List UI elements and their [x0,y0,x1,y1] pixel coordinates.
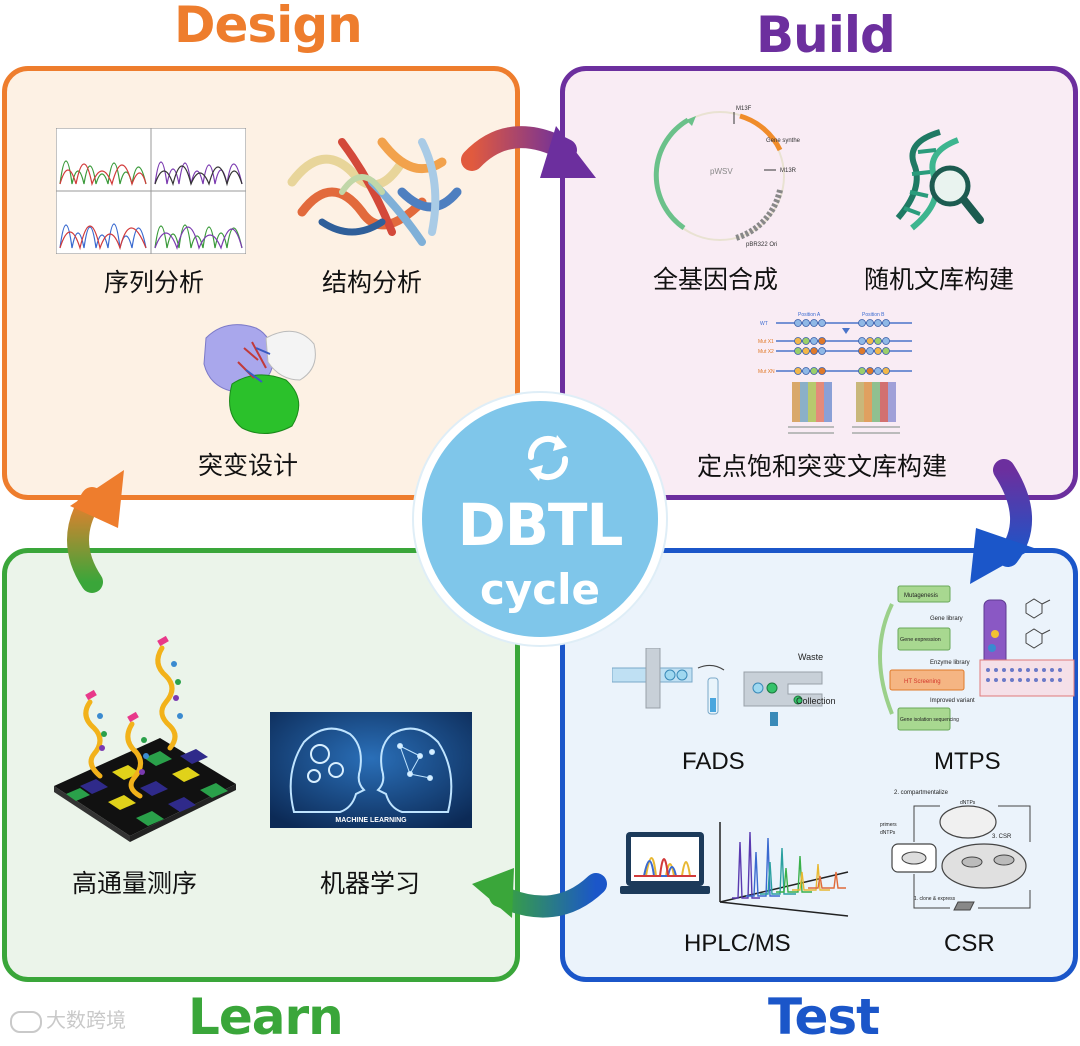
sat-position-b: Position B [862,312,885,318]
label-structure-analysis: 结构分析 [322,268,423,297]
label-high-throughput-sequencing: 高通量测序 [72,869,198,898]
sat-row-x1: Mut X1 [758,339,774,345]
mtps-edge-gene-library: Gene library [930,616,963,622]
protein-structure-image [287,137,462,246]
mtps-step-expression: Gene expression [900,637,941,643]
label-hplc-ms: HPLC/MS [684,930,791,957]
design-title: Design [174,0,363,54]
watermark-text: 大数跨境 [46,1008,126,1032]
sequencing-flowcell-image [54,636,236,842]
csr-tag-csr: 3. CSR [992,834,1012,840]
csr-tag-dntps-left: dNTPs [880,830,896,836]
test-title: Test [768,988,880,1046]
label-gene-synthesis: 全基因合成 [653,265,779,294]
watermark-logo-icon [10,1010,42,1033]
machine-learning-image: MACHINE LEARNING [270,712,472,828]
plasmid-tag-m13r: M13R [780,168,797,174]
hplc-ms-image [620,822,849,917]
dbtl-hub: DBTL cycle [414,393,666,645]
csr-cycle-image: 2. compartmentalize dNTPs primers dNTPs … [880,790,1031,911]
plasmid-map-image: pWSV M13F Gene synthe M13R pBR322 Ori [653,106,801,248]
label-mtps: MTPS [934,748,1001,775]
label-csr: CSR [944,930,995,957]
label-random-library: 随机文库构建 [864,265,1015,294]
sat-row-xn: Mut XN [758,369,775,375]
fads-microfluidics-image: Waste Collection [612,648,836,726]
label-sequence-analysis: 序列分析 [104,268,205,297]
mtps-step-screening: HT Screening [904,679,941,685]
mtps-edge-enzyme-library: Enzyme library [930,660,970,666]
mutant-surface-image [203,324,316,434]
sequence-chromatogram-image [56,128,246,254]
hub-subtitle: cycle [479,565,601,614]
plasmid-tag-ori: pBR322 Ori [746,242,777,248]
csr-tag-primers: primers [880,822,897,828]
ml-caption: MACHINE LEARNING [335,817,407,824]
label-fads: FADS [682,748,745,775]
label-machine-learning: 机器学习 [320,869,421,898]
plasmid-tag-m13f: M13F [736,106,752,112]
csr-tag-dntps-top: dNTPs [960,800,976,806]
label-saturation-library: 定点饱和突变文库构建 [697,452,948,481]
hub-title: DBTL [457,491,624,559]
label-mutation-design: 突变设计 [198,451,299,480]
csr-tag-clone: 1. clone & express [914,896,956,902]
sat-position-a: Position A [798,312,821,318]
mtps-edge-variant: Improved variant [930,698,975,704]
sat-row-x2: Mut X2 [758,349,774,355]
fads-tag-collection: Collection [796,696,836,706]
mtps-step-mutagenesis: Mutagenesis [904,593,938,599]
csr-tag-compartmentalize: 2. compartmentalize [894,790,949,796]
build-title: Build [756,6,896,64]
refresh-cycle-icon [527,435,569,481]
plasmid-tag-gene: Gene synthe [766,138,801,144]
watermark: 大数跨境 [10,1004,126,1033]
mtps-step-isolation: Gene isolation sequencing [900,717,959,723]
plasmid-name: pWSV [710,167,733,176]
mtps-workflow-image: Mutagenesis Gene library Gene expression… [878,585,1075,731]
sat-row-wt: WT [760,321,768,327]
saturation-library-image: Position A Position B WT Mut X1 Mut X2 M… [758,312,912,434]
fads-tag-waste: Waste [798,652,823,662]
dna-magnifier-icon [895,129,984,231]
learn-title: Learn [188,988,344,1046]
